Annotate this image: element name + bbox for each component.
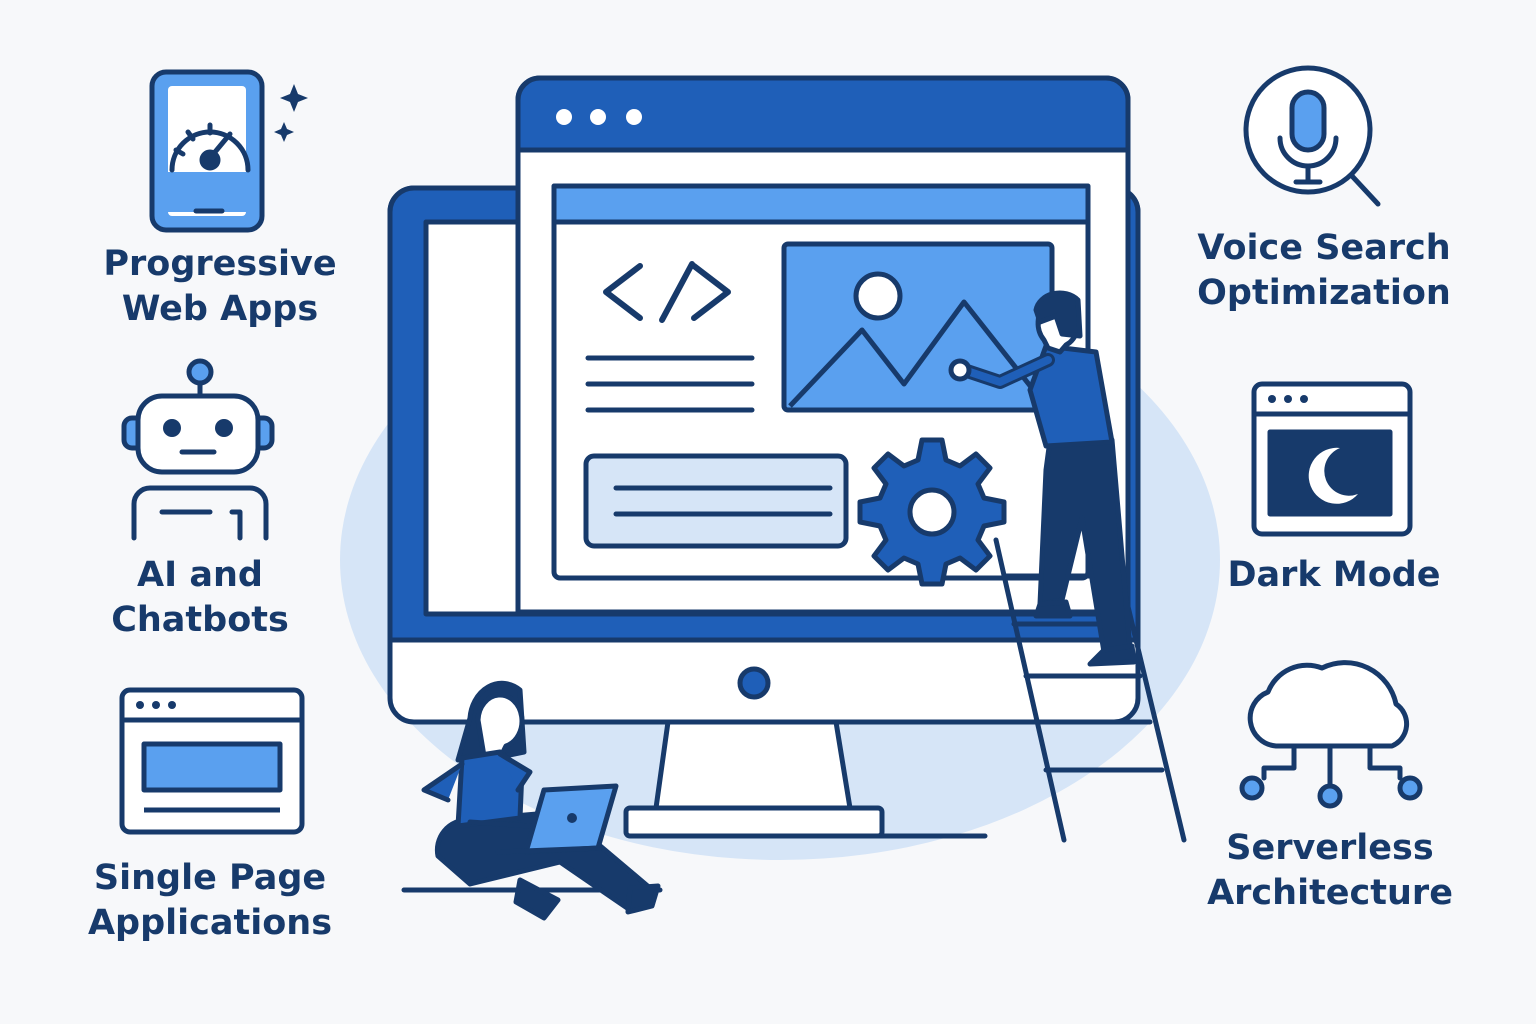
- gear-icon: [857, 437, 1007, 587]
- robot-icon: [121, 358, 275, 541]
- label-line: Architecture: [1207, 873, 1453, 913]
- label-line: Serverless: [1226, 828, 1434, 868]
- speedometer-phone-icon: [149, 69, 308, 233]
- person-with-laptop: [421, 680, 661, 921]
- microphone-search-icon: [1243, 65, 1381, 207]
- label-line: Web Apps: [121, 289, 319, 329]
- label-ai-and-chatbots: AI and Chatbots: [80, 553, 320, 643]
- label-line: Applications: [87, 903, 333, 943]
- form-box: [583, 453, 849, 549]
- label-line: Voice Search: [1197, 228, 1451, 268]
- label-line: Progressive: [103, 244, 337, 284]
- label-line: Chatbots: [111, 600, 289, 640]
- cloud-network-icon: [1239, 660, 1423, 809]
- browser-window-icon: [119, 687, 305, 835]
- person-on-ladder: [948, 290, 1137, 667]
- label-line: Dark Mode: [1227, 555, 1441, 595]
- label-single-page-applications: Single Page Applications: [80, 856, 340, 946]
- label-dark-mode: Dark Mode: [1204, 553, 1464, 598]
- code-brackets-icon: [603, 261, 731, 323]
- label-line: Optimization: [1197, 273, 1451, 313]
- text-lines: [585, 355, 755, 413]
- moon-window-icon: [1251, 381, 1413, 537]
- label-serverless-architecture: Serverless Architecture: [1190, 826, 1470, 916]
- label-progressive-web-apps: Progressive Web Apps: [90, 242, 350, 332]
- image-icon: [781, 241, 1055, 413]
- label-voice-search-optimization: Voice Search Optimization: [1184, 226, 1464, 316]
- label-line: AI and: [137, 555, 263, 595]
- label-line: Single Page: [93, 858, 327, 898]
